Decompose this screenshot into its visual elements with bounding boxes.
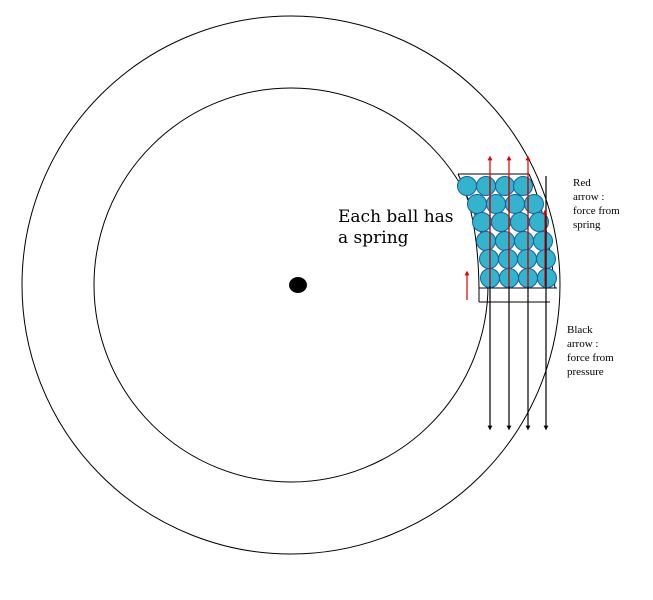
main-label: Each ball has a spring [338,207,459,248]
black-legend-line-1: Black [567,324,593,336]
ball [486,194,506,214]
black-arrow-legend: Black arrow : force from pressure [567,324,616,378]
ball [517,249,537,269]
black-legend-line-4: pressure [567,366,604,378]
red-legend-line-3: force from [573,205,620,217]
main-label-line-2: a spring [338,228,409,248]
ball [514,231,534,251]
ball [495,231,515,251]
ball-grid [457,176,557,288]
ball [467,194,487,214]
ball [457,176,477,196]
ball [479,249,499,269]
ball [533,231,553,251]
ball [505,194,525,214]
ball [472,212,492,232]
ball [529,212,549,232]
red-legend-line-2: arrow : [573,191,604,203]
ball [537,268,557,288]
ball [513,176,533,196]
outer-circle [21,15,561,555]
ball [476,176,496,196]
red-legend-line-1: Red [573,177,591,189]
center-dot [289,277,307,293]
ball [498,249,518,269]
main-label-line-1: Each ball has [338,207,454,227]
red-arrow-legend: Red arrow : force from spring [573,177,622,231]
ball [495,176,515,196]
ball [510,212,530,232]
black-legend-line-3: force from [567,352,614,364]
ball [476,231,496,251]
ball [491,212,511,232]
black-legend-line-2: arrow : [567,338,598,350]
red-legend-line-4: spring [573,219,601,231]
red-arrows [464,155,548,300]
ball [524,194,544,214]
